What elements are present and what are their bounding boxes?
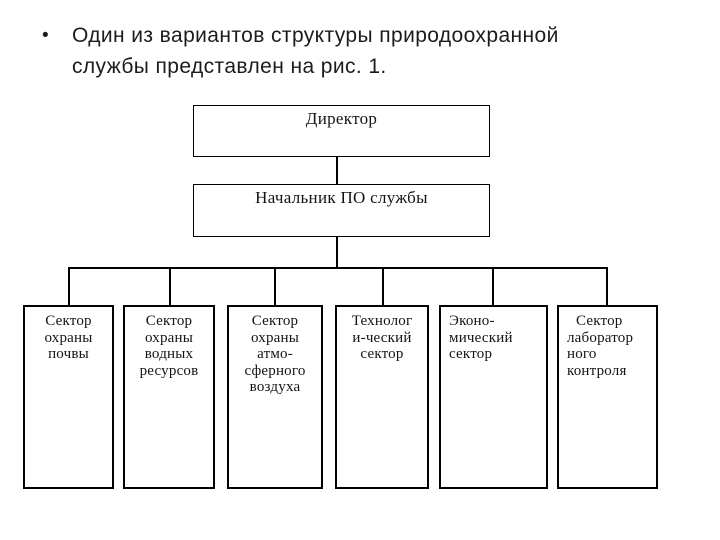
connector-drop-economic [492, 269, 494, 305]
sector-label-line: лаборатор [567, 329, 634, 346]
sector-box-water-protection: Сектор охраны водных ресурсов [123, 305, 215, 489]
sector-label-line: почвы [48, 346, 89, 362]
sector-label-line: ного [567, 346, 597, 362]
sector-label-line: сферного [244, 362, 306, 379]
sector-label-line: охраны [250, 329, 300, 346]
sector-label-line: ресурсов [139, 362, 199, 379]
sector-label-line: Технолог [351, 313, 413, 329]
sector-box-technological: Технолог и-ческий сектор [335, 305, 429, 489]
sector-box-lab-control: Сектор лаборатор ного контроля [557, 305, 658, 489]
sector-label-line: охраны [144, 329, 194, 346]
slide-title-line2: службы представлен на рис. 1. [72, 55, 387, 78]
sector-label-line: охраны [44, 329, 93, 346]
chief-box: Начальник ПО службы [193, 184, 490, 237]
chief-label: Начальник ПО службы [255, 188, 428, 207]
bullet-icon: • [42, 25, 50, 46]
sector-box-air-protection: Сектор охраны атмо- сферного воздуха [227, 305, 323, 489]
sector-label-line: и-ческий [352, 329, 412, 346]
connector-drop-soil [68, 269, 70, 305]
sector-label-line: сектор [360, 346, 404, 362]
director-label: Директор [305, 109, 378, 128]
sector-label-line: сектор [449, 346, 493, 362]
sector-label-line: Сектор [45, 313, 92, 329]
connector-director-chief [336, 157, 338, 184]
sector-label-line: воздуха [249, 379, 301, 395]
sector-label-line: Сектор [145, 313, 193, 329]
sector-box-soil-protection: Сектор охраны почвы [23, 305, 114, 489]
sector-label-line: мический [449, 329, 513, 346]
sector-label-line: атмо- [257, 346, 293, 362]
connector-drop-technological [382, 269, 384, 305]
connector-drop-water [169, 269, 171, 305]
sector-label-line: Эконо- [449, 313, 495, 329]
connector-drop-lab [606, 269, 608, 305]
connector-chief-bus [336, 237, 338, 268]
sector-label-line: водных [144, 346, 194, 362]
connector-bus [68, 267, 608, 269]
sector-label-line: Сектор [576, 313, 623, 329]
director-box: Директор [193, 105, 490, 157]
sector-box-economic: Эконо- мический сектор [439, 305, 548, 489]
slide-title-text: Один из вариантов структуры природоохран… [72, 20, 559, 82]
sector-label-line: Сектор [251, 313, 299, 329]
slide-title: • Один из вариантов структуры природоохр… [42, 20, 559, 82]
sector-label-line: контроля [567, 362, 627, 379]
connector-drop-air [274, 269, 276, 305]
slide-title-line1: Один из вариантов структуры природоохран… [72, 24, 559, 47]
